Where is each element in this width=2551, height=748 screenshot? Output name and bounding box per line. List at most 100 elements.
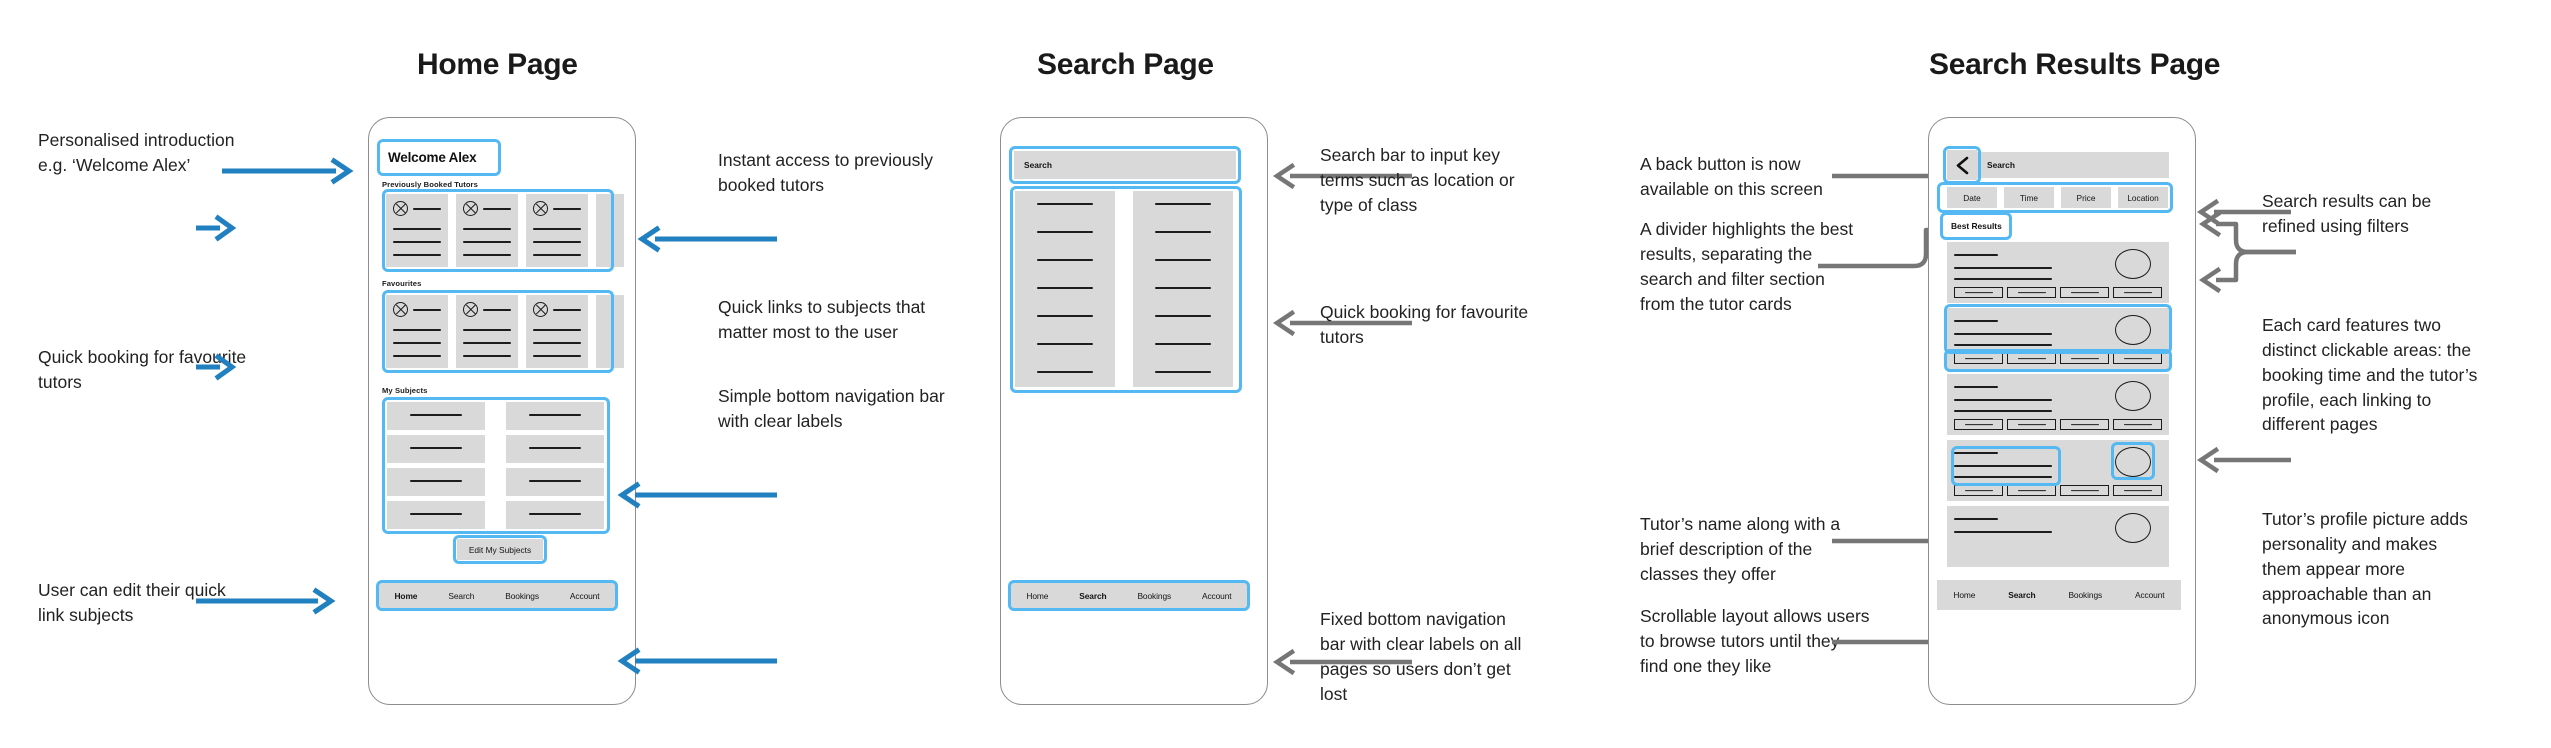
filter-pill-location[interactable]: Location [2118,187,2168,208]
tutor-result-card[interactable] [1947,440,2169,501]
nav-item-bookings[interactable]: Bookings [1137,590,1172,601]
tutor-card[interactable] [386,194,448,267]
subject-chip[interactable] [506,435,604,463]
avatar-placeholder-icon [393,201,408,216]
bottom-navigation-bar[interactable]: Home Search Bookings Account [379,583,615,608]
subject-chip[interactable] [387,435,485,463]
nav-item-search[interactable]: Search [448,590,475,601]
tutor-profile-picture[interactable] [2115,513,2151,543]
filter-pill-time[interactable]: Time [2004,187,2054,208]
filter-pill-date[interactable]: Date [1947,187,1997,208]
favourite-tutor-card[interactable] [386,295,448,368]
booking-time-slot[interactable] [2060,419,2109,430]
nav-item-home[interactable]: Home [394,590,418,601]
booking-time-slot[interactable] [2060,287,2109,298]
filter-pill-price[interactable]: Price [2061,187,2111,208]
search-result-chip[interactable] [1133,247,1233,275]
favourite-tutor-card[interactable] [526,295,588,368]
booking-time-slot[interactable] [1954,353,2003,364]
nav-item-search[interactable]: Search [1079,590,1107,601]
booking-time-slot[interactable] [2113,419,2162,430]
results-search-input[interactable]: Search [1947,152,2169,178]
tutor-profile-picture[interactable] [2115,249,2151,279]
note-quick-booking-favourite-tutors: Quick booking for favourite tutors [38,347,247,392]
subject-chip[interactable] [506,501,604,529]
tutor-detail-line [393,228,441,231]
favourite-tutor-card-partial[interactable] [596,295,624,368]
search-result-chip[interactable] [1015,303,1115,331]
booking-time-slot[interactable] [2007,353,2056,364]
search-result-chip[interactable] [1133,275,1233,303]
booking-time-slot[interactable] [2113,287,2162,298]
search-result-chip[interactable] [1133,191,1233,219]
nav-item-search[interactable]: Search [2008,590,2036,600]
tutor-result-card[interactable] [1947,374,2169,435]
nav-item-home[interactable]: Home [1026,590,1049,601]
booking-time-slot[interactable] [2007,287,2056,298]
booking-time-slot[interactable] [2113,485,2162,496]
subject-chip[interactable] [387,402,485,430]
subject-chip[interactable] [506,402,604,430]
note-two-clickable-areas: Each card features two distinct clickabl… [2262,315,2478,435]
booking-time-slot[interactable] [2113,353,2162,364]
search-result-chip[interactable] [1015,247,1115,275]
tutor-card[interactable] [526,194,588,267]
avatar-placeholder-icon [533,201,548,216]
bottom-navigation-bar[interactable]: Home Search Bookings Account [1937,580,2181,610]
best-results-label: Best Results [1951,221,2002,231]
tutor-result-card[interactable] [1947,308,2169,369]
note-quick-booking-favourites-search: Quick booking for favourite tutors [1320,302,1529,347]
arrow-from-bottom-nav [617,647,777,675]
booking-time-slot[interactable] [2060,353,2109,364]
note-instant-access-previously-booked: Instant access to previously booked tuto… [718,150,933,195]
tutor-profile-picture[interactable] [2115,381,2151,411]
tutor-result-card-partial[interactable] [1947,506,2169,567]
nav-item-account[interactable]: Account [2134,590,2165,600]
search-result-chip[interactable] [1133,219,1233,247]
search-result-chip[interactable] [1015,331,1115,359]
search-result-chip[interactable] [1015,191,1115,219]
note-refine-using-filters: Search results can be refined using filt… [2262,191,2432,236]
booking-time-slot[interactable] [1954,287,2003,298]
arrow-from-clickable-areas [2196,210,2296,294]
tutor-result-card[interactable] [1947,242,2169,303]
favourite-tutor-card[interactable] [456,295,518,368]
arrow-to-favourites-section [196,214,237,242]
edit-my-subjects-button[interactable]: Edit My Subjects [457,539,543,560]
subject-chip[interactable] [506,468,604,496]
booking-time-slot[interactable] [1954,419,2003,430]
bottom-navigation-bar[interactable]: Home Search Bookings Account [1011,583,1247,608]
booking-time-slot[interactable] [2060,485,2109,496]
nav-item-account[interactable]: Account [1201,590,1232,601]
tutor-profile-picture[interactable] [2115,315,2151,345]
search-result-chip[interactable] [1015,359,1115,387]
search-result-chip[interactable] [1133,303,1233,331]
tutor-name-line [1954,386,1998,389]
booking-time-slot[interactable] [1954,485,2003,496]
note-search-bar-key-terms: Search bar to input key terms such as lo… [1320,145,1515,215]
nav-item-home[interactable]: Home [1953,590,1976,600]
tutor-name-line [553,309,581,312]
note-quick-links-subjects: Quick links to subjects that matter most… [718,297,926,342]
search-result-chip[interactable] [1133,359,1233,387]
booking-time-slot[interactable] [2007,419,2056,430]
tutor-card[interactable] [456,194,518,267]
subject-chip[interactable] [387,501,485,529]
nav-item-bookings[interactable]: Bookings [2068,590,2103,600]
section-label-my-subjects: My Subjects [382,386,428,395]
tutor-detail-line [393,355,441,358]
search-input[interactable]: Search [1014,151,1236,179]
back-button[interactable] [1947,150,1977,180]
search-result-chip[interactable] [1015,275,1115,303]
tutor-detail-line [463,342,511,345]
tutor-card-partial[interactable] [596,194,624,267]
tutor-description-line [1954,465,2052,468]
nav-item-bookings[interactable]: Bookings [505,590,539,601]
chevron-left-icon [1956,156,1968,174]
search-result-chip[interactable] [1133,331,1233,359]
subject-chip[interactable] [387,468,485,496]
booking-time-slot[interactable] [2007,485,2056,496]
nav-item-account[interactable]: Account [569,590,600,601]
tutor-profile-picture[interactable] [2115,447,2151,477]
search-result-chip[interactable] [1015,219,1115,247]
